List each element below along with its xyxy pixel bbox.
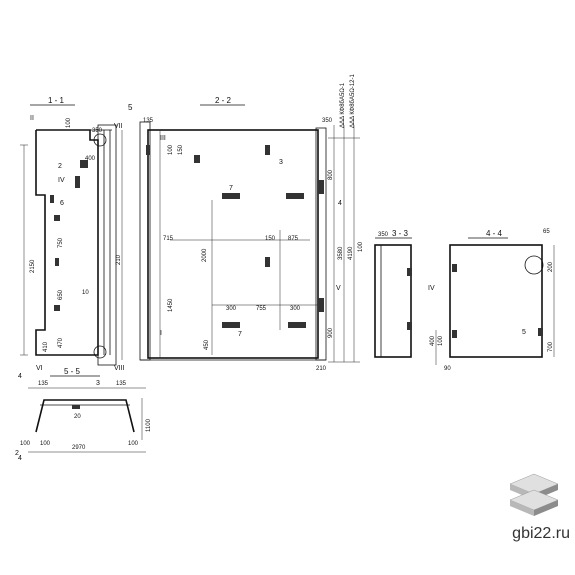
section-4-4: 4 - 4 65 200 IV 5 400 100 700 90 [428,229,555,372]
dim-750: 750 [58,237,64,248]
mark-VI: VI [36,365,43,372]
mark-VII: VII [114,123,123,130]
dim-150-b: 150 [265,236,276,242]
dim-2970: 2970 [72,445,86,451]
dim-100: 100 [438,335,444,346]
right-dimension-chain: 350 3580 4190 800 900 100 210 ΔΔΔ КФ8бΑ5… [316,74,364,372]
dim-4190: 4190 [348,246,354,260]
dim-100-b: 100 [128,441,139,447]
section-5-5: 5 - 5 135 4 3 135 1100 20 100 2970 100 4… [15,367,152,462]
label-7-a: 7 [229,185,233,192]
dim-650: 650 [58,289,64,300]
mark-I: I [160,330,162,337]
dim-715: 715 [163,236,174,242]
dim-135-b: 135 [116,381,127,387]
section-2-2: 2 - 2 5 135 100 150 715 2000 1450 450 30… [128,96,342,361]
dim-2000: 2000 [202,248,208,262]
dim-400: 400 [430,335,436,346]
dim-100: 100 [66,117,72,128]
logo-icon [509,473,559,516]
dim-1450: 1450 [168,298,174,312]
note-1: ΔΔΔ КФ8бΑ5Ω-1 [340,82,346,128]
dim-90: 90 [444,366,451,372]
section-2-2-title: 2 - 2 [215,96,232,105]
dim-100: 100 [168,144,174,155]
dim-470: 470 [58,337,64,348]
mark-III: III [160,135,166,142]
mark-II: II [30,115,34,122]
dim-450: 450 [204,339,210,350]
dim-350: 350 [322,118,333,124]
dim-2150: 2150 [30,259,36,273]
dim-100-c: 100 [40,441,51,447]
label-4-55b: 4 [18,455,22,462]
dim-210: 210 [316,366,327,372]
mark-IV-44: IV [428,285,435,292]
mark-VIII: VIII [114,365,125,372]
dim-350: 350 [378,232,389,238]
label-2-55: 2 [15,450,19,457]
label-7-b: 7 [238,331,242,338]
dim-1100: 1100 [146,418,152,432]
mark-V: V [336,285,341,292]
label-5: 5 [128,103,133,112]
dim-450: 10 [82,290,89,296]
dim-150: 150 [178,144,184,155]
note-2: ΔΔΔ КФ8бΑ5Ω-12-1 [350,74,356,128]
label-3: 3 [279,159,283,166]
dim-400: 400 [85,156,96,162]
dim-135: 135 [143,118,154,124]
label-5-44: 5 [522,329,526,336]
dim-800: 800 [328,169,334,180]
dim-900: 900 [328,327,334,338]
label-2: 2 [58,163,62,170]
dim-700: 700 [548,341,554,352]
section-1-1-title: 1 - 1 [48,96,65,105]
section-3-3-title: 3 - 3 [392,229,409,238]
dim-200: 200 [548,261,554,272]
label-4-55: 4 [18,373,22,380]
dim-300-b: 300 [290,306,301,312]
dim-410: 410 [43,341,49,352]
label-3-55: 3 [96,380,100,387]
section-4-4-title: 4 - 4 [486,229,503,238]
dim-755: 755 [256,306,267,312]
dim-350: 350 [92,128,103,134]
section-3-3: 3 - 3 350 [374,229,412,358]
dim-875: 875 [288,236,299,242]
mark-IV: IV [58,177,65,184]
watermark-text: gbi22.ru [512,525,570,542]
section-5-5-title: 5 - 5 [64,367,81,376]
section-1-1: 1 - 1 2150 210 100 350 2 400 6 750 650 4… [20,96,125,372]
dim-135-a: 135 [38,381,49,387]
dim-2450: 210 [116,254,122,265]
label-4: 4 [338,200,342,207]
dim-300-a: 300 [226,306,237,312]
dim-3580: 3580 [338,246,344,260]
dim-20: 20 [74,414,81,420]
dim-100-a: 100 [20,441,31,447]
dim-100: 100 [358,241,364,252]
dim-65: 65 [543,229,550,235]
label-6: 6 [60,200,64,207]
